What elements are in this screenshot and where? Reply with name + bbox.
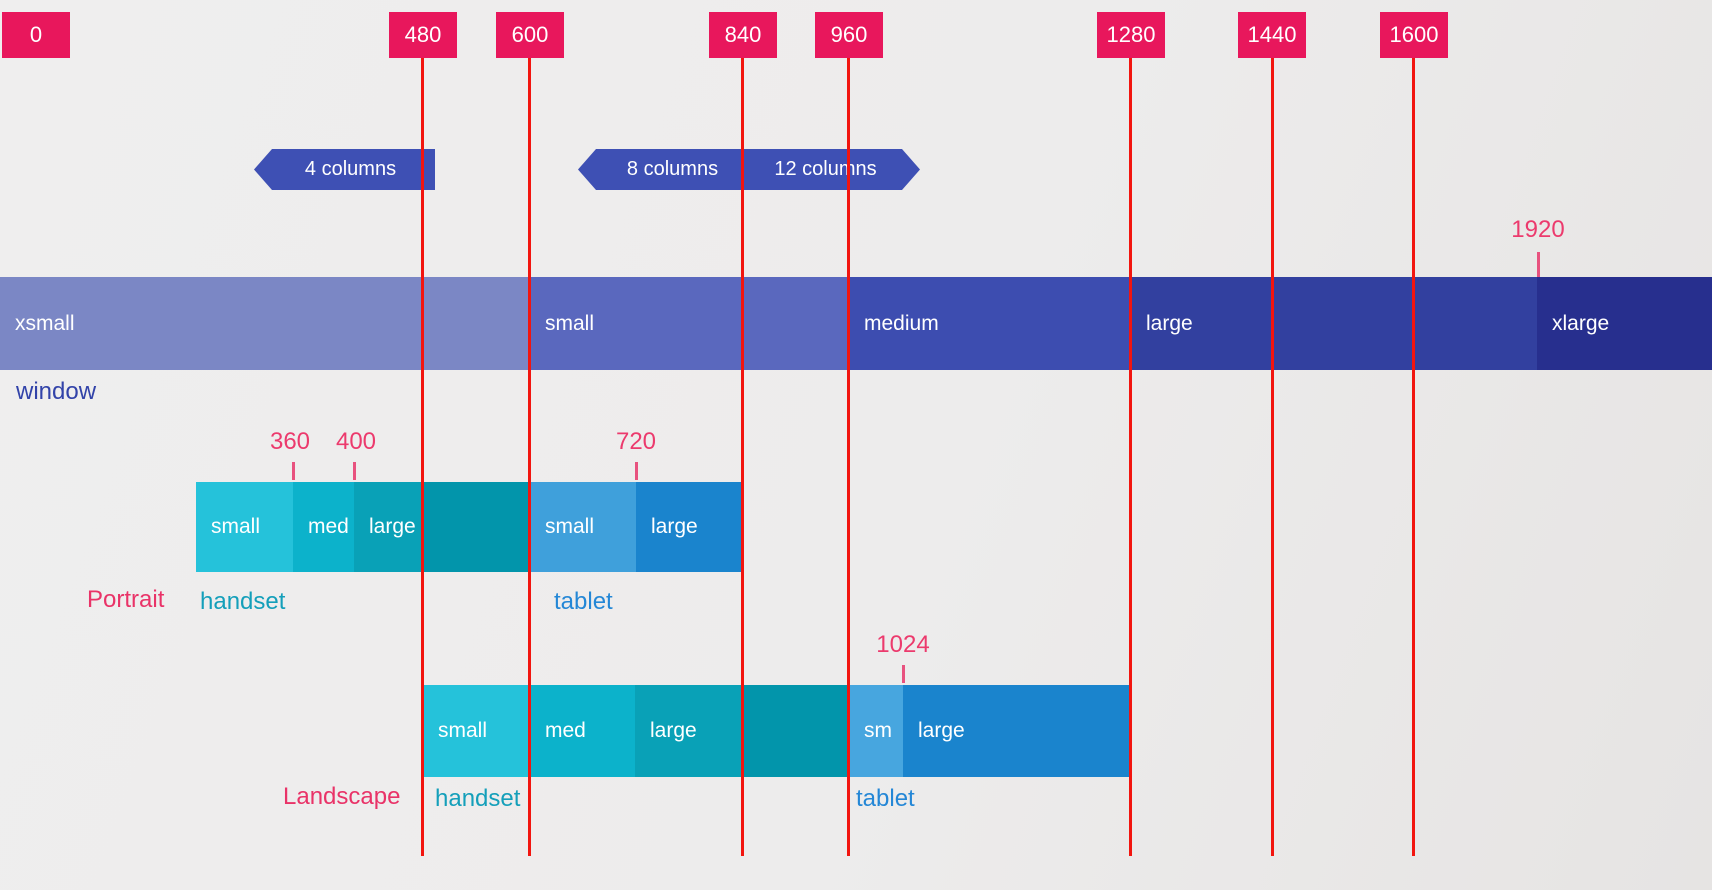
landscape-handset-segment-overflow <box>743 685 849 777</box>
segment-label: small <box>438 719 488 742</box>
landscape-row-caption: Landscape <box>283 783 401 810</box>
marker-1920-label: 1920 <box>1511 216 1565 243</box>
segment-label: sm <box>864 719 892 742</box>
window-segment-label: large <box>1146 311 1193 335</box>
landscape-handset-segment-large: large <box>635 685 743 777</box>
breakpoint-line-600 <box>528 57 531 856</box>
portrait-handset-segment-large: large <box>354 482 423 572</box>
breakpoint-line-840 <box>741 57 744 856</box>
ruler-box-960: 960 <box>815 12 883 58</box>
marker-360-tick <box>292 462 295 480</box>
portrait-tablet-segment-small: small <box>530 482 636 572</box>
ruler-box-label: 1600 <box>1389 22 1439 47</box>
segment-label: small <box>545 515 595 538</box>
segment-label: small <box>211 515 261 538</box>
marker-1024-label: 1024 <box>876 631 930 658</box>
ruler-box-0: 0 <box>2 12 70 58</box>
window-segment-xsmall: xsmall <box>0 277 530 370</box>
badge-label: 4 columns <box>304 158 397 180</box>
landscape-handset-segment-med: med <box>530 685 635 777</box>
ruler-box-1280: 1280 <box>1097 12 1165 58</box>
ruler-box-label: 480 <box>404 22 442 47</box>
ruler-box-600: 600 <box>496 12 564 58</box>
window-segment-label: xsmall <box>15 311 75 335</box>
portrait-handset-caption: handset <box>200 588 286 615</box>
ruler-box-label: 1440 <box>1247 22 1297 47</box>
window-segment-xlarge: xlarge <box>1537 277 1712 370</box>
window-segment-large: large <box>1131 277 1537 370</box>
landscape-tablet-caption: tablet <box>856 785 915 812</box>
segment-label: large <box>918 719 965 742</box>
landscape-handset-caption: handset <box>435 785 521 812</box>
ruler-box-label: 0 <box>29 22 43 47</box>
breakpoint-line-480 <box>421 57 424 856</box>
breakpoint-line-1440 <box>1271 57 1274 856</box>
marker-360-label: 360 <box>269 428 311 455</box>
segment-label: med <box>308 515 349 538</box>
badge-label: 12 columns <box>774 158 877 180</box>
window-segment-label: medium <box>864 311 939 335</box>
ruler-box-1440: 1440 <box>1238 12 1306 58</box>
badge-8-columns: 8 columns <box>578 149 755 190</box>
portrait-handset-segment-med: med <box>293 482 354 572</box>
window-segment-label: small <box>545 311 595 335</box>
marker-400-tick <box>353 462 356 480</box>
portrait-handset-segment-overflow <box>423 482 530 572</box>
window-segment-label: xlarge <box>1552 311 1610 335</box>
segment-label: med <box>545 719 586 742</box>
badge-4-columns: 4 columns <box>254 149 435 190</box>
ruler-box-label: 840 <box>724 22 762 47</box>
ruler-box-label: 600 <box>511 22 549 47</box>
breakpoint-line-1280 <box>1129 57 1132 856</box>
marker-720-label: 720 <box>615 428 657 455</box>
marker-400-label: 400 <box>335 428 377 455</box>
badge-12-columns: 12 columns <box>743 149 920 190</box>
marker-1024-tick <box>902 665 905 683</box>
portrait-handset-segment-small: small <box>196 482 293 572</box>
landscape-tablet-segment-sm: sm <box>849 685 903 777</box>
window-segment-small: small <box>530 277 849 370</box>
segment-label: large <box>651 515 698 538</box>
portrait-tablet-caption: tablet <box>554 588 613 615</box>
window-bar-caption: window <box>16 378 97 405</box>
breakpoint-line-1600 <box>1412 57 1415 856</box>
segment-label: large <box>369 515 416 538</box>
portrait-tablet-segment-large: large <box>636 482 743 572</box>
badge-label: 8 columns <box>626 158 719 180</box>
ruler-box-label: 1280 <box>1106 22 1156 47</box>
marker-1920-tick <box>1537 252 1540 277</box>
portrait-row-caption: Portrait <box>87 586 165 613</box>
landscape-tablet-segment-large: large <box>903 685 1131 777</box>
breakpoint-line-960 <box>847 57 850 856</box>
window-segment-medium: medium <box>849 277 1131 370</box>
segment-label: large <box>650 719 697 742</box>
ruler-box-840: 840 <box>709 12 777 58</box>
landscape-handset-segment-small: small <box>423 685 530 777</box>
ruler-box-label: 960 <box>830 22 868 47</box>
ruler-box-480: 480 <box>389 12 457 58</box>
marker-720-tick <box>635 462 638 480</box>
ruler-box-1600: 1600 <box>1380 12 1448 58</box>
